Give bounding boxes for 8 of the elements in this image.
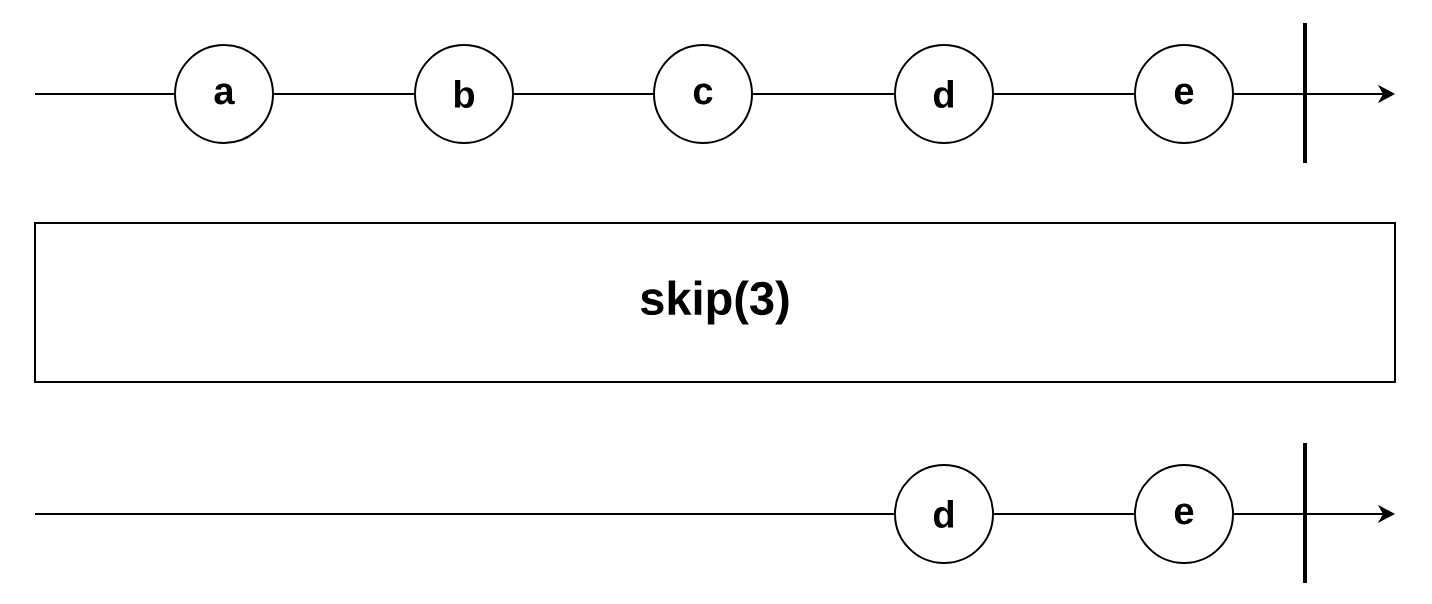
timeline — [752, 93, 895, 95]
operator-box: skip(3) — [34, 222, 1396, 383]
timeline — [513, 93, 654, 95]
timeline — [993, 513, 1135, 515]
timeline — [34, 513, 895, 515]
timeline — [273, 93, 415, 95]
timeline — [993, 93, 1135, 95]
timeline — [34, 93, 175, 95]
